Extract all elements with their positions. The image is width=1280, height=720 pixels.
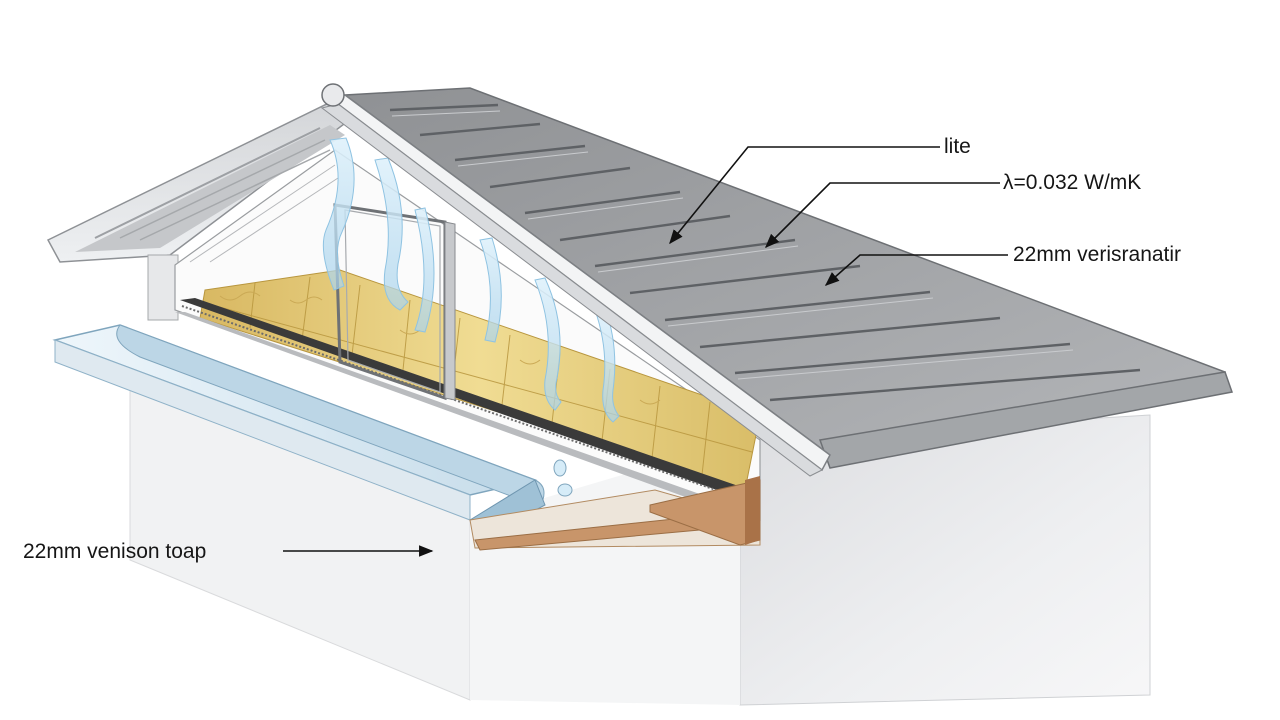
roof-tiles [342, 87, 1233, 469]
eaves-flashing [52, 324, 546, 541]
annotation-conductivity: λ=0.032 W/mK [1003, 171, 1142, 194]
leader-line-top-thickness [824, 254, 1008, 286]
vapour-membrane [175, 298, 750, 515]
tile-courses [389, 103, 1141, 402]
verge-board [320, 83, 831, 477]
water-droplets [553, 459, 573, 497]
annotation-lite: lite [944, 135, 971, 158]
leader-line-conductivity [764, 182, 1000, 249]
glazing-frames [333, 203, 456, 401]
timber-fascia [469, 476, 761, 551]
annotation-top-thickness: 22mm verisranatir [1013, 243, 1182, 266]
leader-line-lite [669, 146, 940, 245]
annotation-bottom-thickness: 22mm venison toap [23, 540, 207, 563]
ventilation-airflow [322, 137, 620, 423]
ridge-cap [321, 83, 345, 107]
left-roof-overhang [46, 99, 362, 321]
leader-lines [283, 146, 1008, 557]
